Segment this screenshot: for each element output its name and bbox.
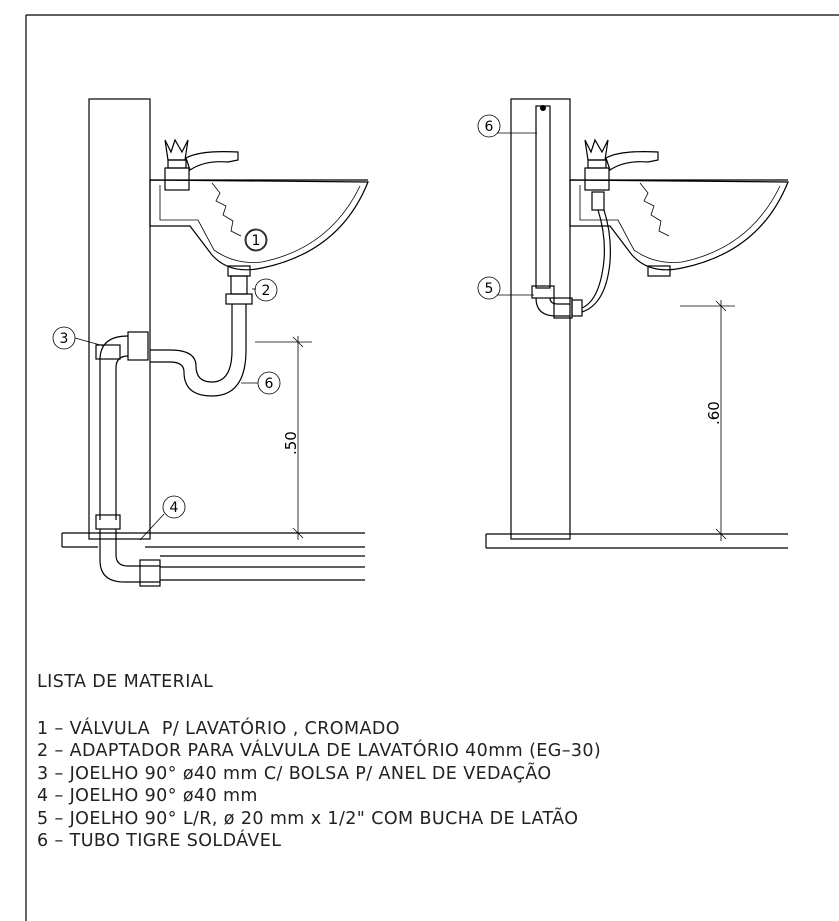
left-view: .50 1 2 3 4 6	[52, 98, 369, 587]
material-item: 5 – JOELHO 90° L/R, ø 20 mm x 1/2" COM B…	[37, 808, 579, 829]
callout-4-left: 4	[139, 495, 186, 541]
dimension-right	[680, 300, 735, 541]
callout-5-right: 5	[477, 276, 534, 300]
material-item: 2 – ADAPTADOR PARA VÁLVULA DE LAVATÓRIO …	[37, 741, 602, 762]
svg-text:1: 1	[252, 233, 261, 249]
right-view: .60 6 5	[477, 98, 789, 549]
drain-valve-left	[225, 229, 267, 350]
svg-text:4: 4	[170, 500, 179, 516]
material-item: 4 – JOELHO 90° ø40 mm	[37, 786, 258, 807]
sink-basin-right	[569, 179, 789, 277]
dimension-left	[255, 336, 312, 540]
dimension-label-right: .60	[705, 401, 723, 425]
supply-pipe-right	[531, 105, 611, 319]
material-item: 1 – VÁLVULA P/ LAVATÓRIO , CROMADO	[37, 719, 400, 739]
floor-left	[61, 532, 365, 581]
callout-1-left: 1	[244, 228, 268, 252]
sheet-frame	[25, 14, 839, 921]
floor-right	[485, 533, 788, 549]
material-item: 6 – TUBO TIGRE SOLDÁVEL	[37, 831, 282, 852]
callout-6-left: 6	[241, 371, 281, 395]
wall-right	[510, 98, 571, 540]
callout-6-right: 6	[477, 114, 537, 138]
material-item: 3 – JOELHO 90° ø40 mm C/ BOLSA P/ ANEL D…	[37, 763, 552, 784]
material-list-title: LISTA DE MATERIAL	[37, 672, 214, 692]
svg-text:3: 3	[60, 331, 69, 347]
faucet-right	[584, 138, 659, 211]
dimension-label-left: .50	[282, 431, 300, 455]
svg-text:6: 6	[265, 376, 274, 392]
sink-basin-left	[149, 179, 369, 271]
material-list: LISTA DE MATERIAL 1 – VÁLVULA P/ LAVATÓR…	[37, 672, 817, 852]
wall-left	[88, 98, 151, 540]
elbow-pipe-left	[95, 331, 161, 587]
svg-text:6: 6	[485, 119, 494, 135]
callout-3-left: 3	[52, 326, 105, 350]
svg-text:5: 5	[485, 281, 494, 297]
faucet-left	[164, 138, 239, 191]
svg-text:2: 2	[262, 283, 271, 299]
callout-2-left: 2	[252, 278, 278, 302]
p-trap-left	[150, 349, 247, 397]
